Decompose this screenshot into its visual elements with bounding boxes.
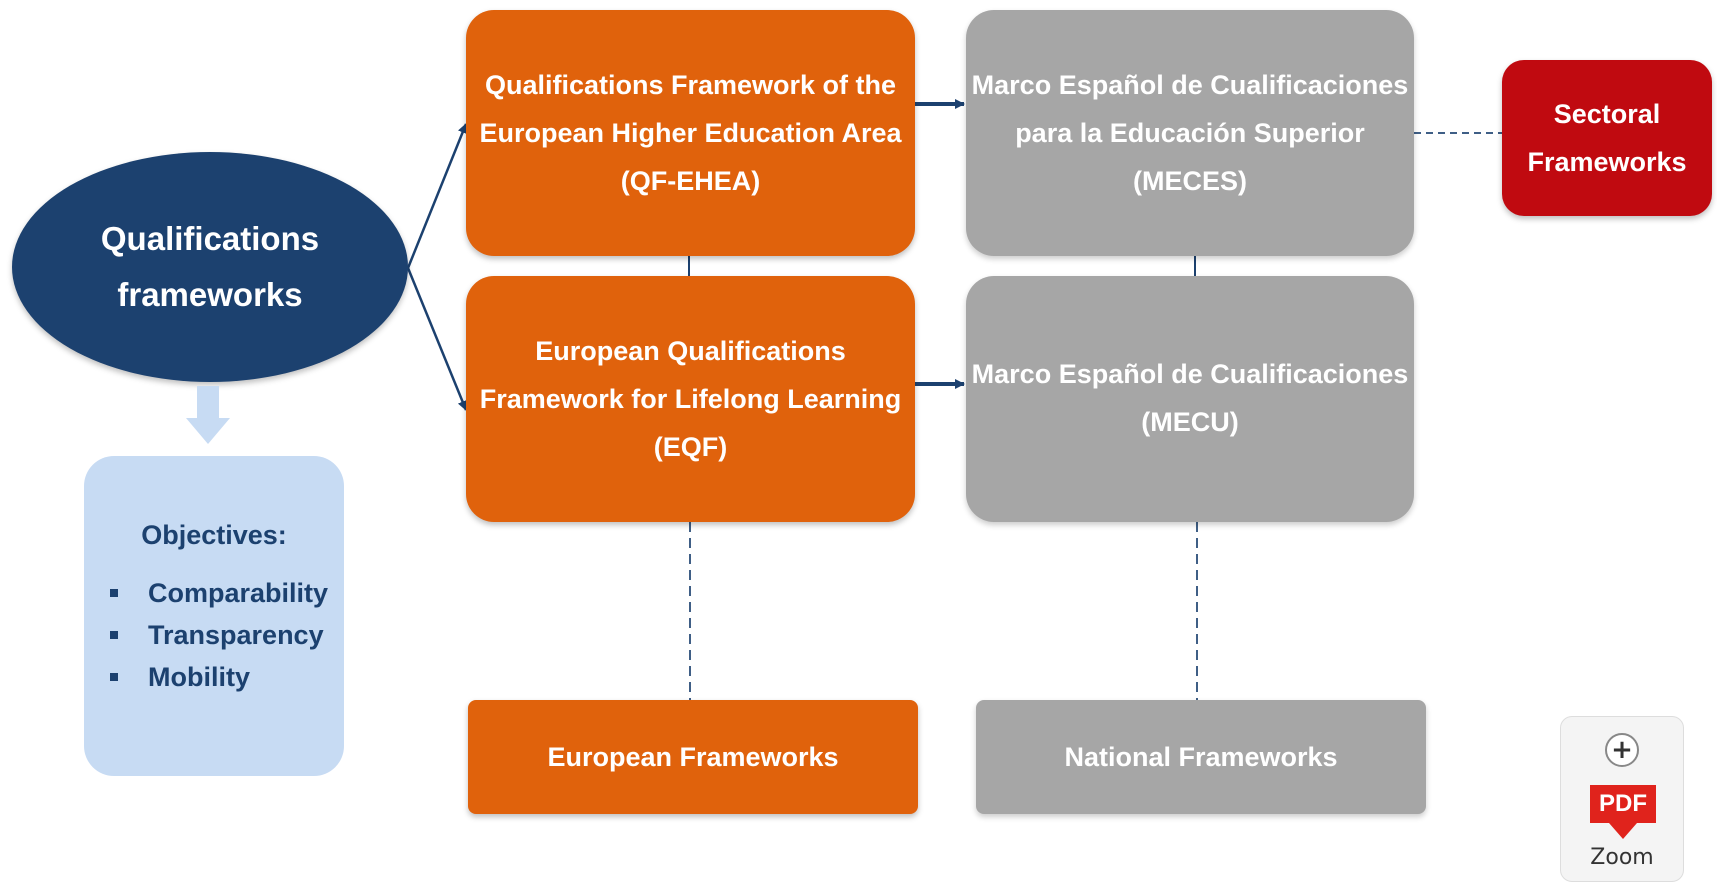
- qf-ehea-line-1: Qualifications Framework of the: [484, 70, 897, 100]
- mecu-line-1: Marco Español de Cualificaciones: [971, 359, 1409, 389]
- plus-icon: +: [1605, 733, 1639, 767]
- arrow-root-to-qf-ehea: [406, 123, 468, 269]
- sectoral-line-2: Frameworks: [1527, 147, 1687, 177]
- national-frameworks-text: National Frameworks: [1064, 742, 1338, 772]
- pdf-zoom-button[interactable]: + PDF Zoom: [1560, 716, 1684, 882]
- objective-item: Transparency: [104, 614, 328, 656]
- european-frameworks-text: European Frameworks: [547, 742, 839, 772]
- objectives-title: Objectives:: [141, 520, 287, 550]
- objective-item: Mobility: [104, 656, 328, 698]
- mecu-line-2: (MECU): [1141, 407, 1239, 437]
- meces-line-1: Marco Español de Cualificaciones: [971, 70, 1409, 100]
- meces-line-3: (MECES): [1133, 166, 1247, 196]
- meces-line-2: para la Educación Superior: [1015, 118, 1365, 148]
- european-frameworks-label: European Frameworks: [468, 700, 918, 814]
- arrow-root-to-eqf: [406, 267, 468, 411]
- mecu-node: Marco Español de Cualificaciones (MECU): [966, 276, 1414, 522]
- root-line-1: Qualifications: [100, 220, 320, 257]
- objective-label: Transparency: [148, 620, 324, 650]
- bullet-icon: [110, 673, 118, 681]
- objective-label: Mobility: [148, 662, 250, 692]
- national-frameworks-label: National Frameworks: [976, 700, 1426, 814]
- meces-node: Marco Español de Cualificaciones para la…: [966, 10, 1414, 256]
- objectives-panel: Objectives: Comparability Transparency M…: [84, 456, 344, 776]
- objective-item: Comparability: [104, 572, 328, 614]
- eqf-line-2: Framework for Lifelong Learning: [479, 384, 902, 414]
- bullet-icon: [110, 631, 118, 639]
- bullet-icon: [110, 589, 118, 597]
- sectoral-line-1: Sectoral: [1553, 99, 1661, 129]
- pdf-icon-tip: [1609, 823, 1637, 839]
- objectives-list: Comparability Transparency Mobility: [104, 572, 328, 698]
- zoom-label: Zoom: [1590, 845, 1654, 870]
- eqf-line-3: (EQF): [653, 432, 728, 462]
- qf-ehea-line-2: European Higher Education Area: [479, 118, 902, 148]
- qf-ehea-line-3: (QF-EHEA): [620, 166, 761, 196]
- qualifications-frameworks-node: Qualifications frameworks: [12, 152, 408, 382]
- eqf-node: European Qualifications Framework for Li…: [466, 276, 915, 522]
- root-line-2: frameworks: [117, 276, 303, 313]
- objective-label: Comparability: [148, 578, 329, 608]
- sectoral-frameworks-node: Sectoral Frameworks: [1502, 60, 1712, 216]
- down-arrow-icon: [186, 386, 230, 444]
- qf-ehea-node: Qualifications Framework of the European…: [466, 10, 915, 256]
- eqf-line-1: European Qualifications: [535, 336, 846, 366]
- pdf-icon: PDF: [1590, 785, 1656, 823]
